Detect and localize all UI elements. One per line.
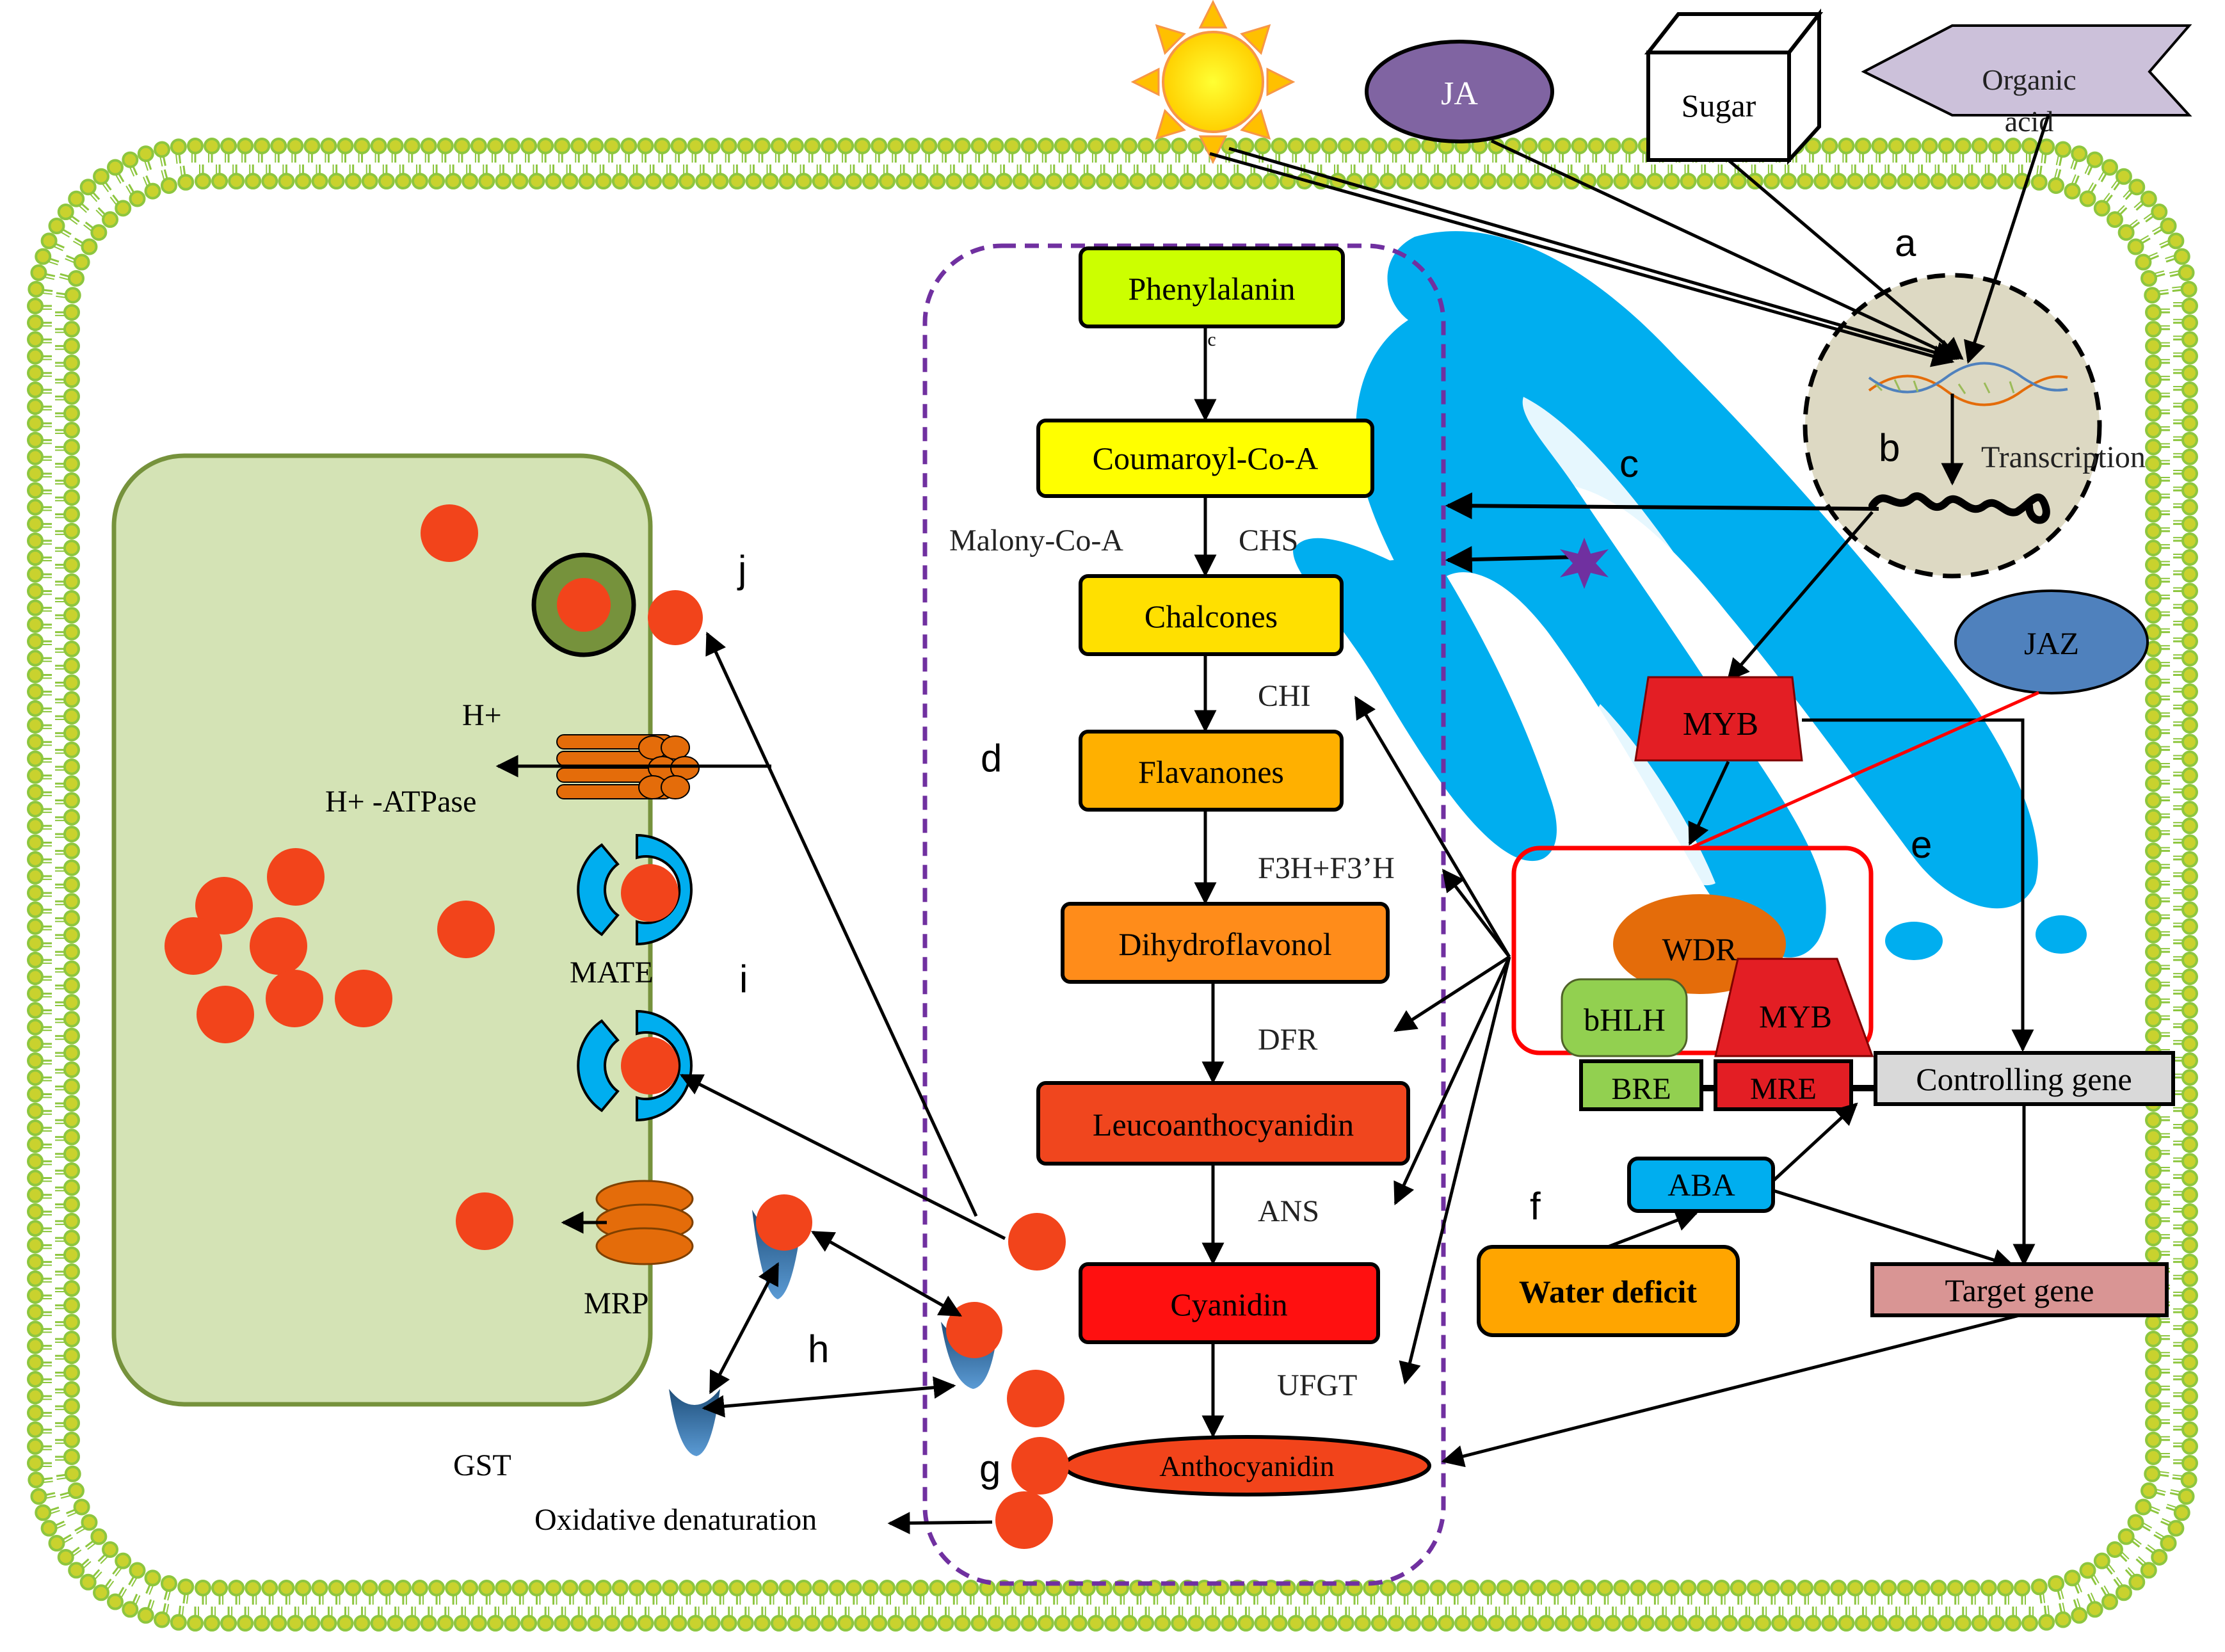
phenylalanin-label: Phenylalanin xyxy=(1128,271,1295,307)
chs-label: CHS xyxy=(1239,524,1298,557)
gst-label: GST xyxy=(453,1448,511,1482)
mre-element xyxy=(1714,1059,1853,1111)
ans-label: ANS xyxy=(1258,1194,1319,1228)
controlling-gene-label: Controlling gene xyxy=(1916,1061,2132,1097)
letter-g: g xyxy=(979,1447,1000,1490)
h-plus-label: H+ xyxy=(462,698,502,732)
f3h-label: F3H+F3’H xyxy=(1258,851,1395,885)
target-gene-label: Target gene xyxy=(1945,1272,2094,1308)
letter-c: c xyxy=(1619,442,1639,485)
complex-to-enzymes-arrows xyxy=(1354,695,1511,1385)
myb-label: MYB xyxy=(1683,706,1758,742)
aba-box xyxy=(1627,1157,1775,1213)
jaz-protein xyxy=(1954,589,2149,694)
anthocyanidin-label: Anthocyanidin xyxy=(1159,1450,1334,1482)
pathway-box xyxy=(922,243,1446,1586)
letter-e: e xyxy=(1911,823,1932,866)
organic-acid-label-1: Organic xyxy=(1982,63,2076,96)
dihydroflavonol-label: Dihydroflavonol xyxy=(1118,926,1331,962)
sun-icon xyxy=(1130,0,1296,164)
cyanidin-label: Cyanidin xyxy=(1170,1287,1287,1322)
mate-transporter-icon xyxy=(577,833,693,946)
ufgt-label: UFGT xyxy=(1277,1368,1357,1402)
gst-carriers xyxy=(669,1194,1002,1456)
mbw-complex-box xyxy=(1511,846,1874,1055)
mre-label: MRE xyxy=(1750,1072,1817,1106)
dihydroflavonol-node xyxy=(1061,902,1390,984)
letter-a: a xyxy=(1895,221,1916,264)
mrna-strand xyxy=(1868,492,2050,524)
bre-label: BRE xyxy=(1611,1072,1671,1106)
small-c-mark: c xyxy=(1207,329,1216,350)
dfr-label: DFR xyxy=(1258,1023,1317,1057)
chalcones-label: Chalcones xyxy=(1145,598,1278,634)
ja-input xyxy=(1365,40,1554,143)
signal-arrows xyxy=(1209,115,2050,367)
anthocyanin-vesicle xyxy=(648,590,703,645)
myb-complex-label: MYB xyxy=(1759,998,1832,1034)
letter-b: b xyxy=(1879,426,1900,469)
water-deficit-label: Water deficit xyxy=(1519,1274,1697,1310)
mate-label: MATE xyxy=(570,956,654,990)
letter-j: j xyxy=(737,548,746,591)
mate-transporter-2-icon xyxy=(577,1009,693,1122)
malonyl-label: Malony-Co-A xyxy=(949,524,1123,557)
bhlh-label: bHLH xyxy=(1584,1002,1666,1038)
aba-label: ABA xyxy=(1667,1167,1735,1203)
letter-f: f xyxy=(1530,1185,1541,1228)
cyanidin-node xyxy=(1079,1262,1380,1344)
transcription-label: Transcription xyxy=(1981,440,2146,474)
mrp-transporter-icon xyxy=(595,1180,694,1265)
dna-icon xyxy=(1868,362,2068,406)
myb-complex-protein xyxy=(1714,958,1874,1057)
leucoanthocyanidin-label: Leucoanthocyanidin xyxy=(1093,1107,1354,1143)
pathway-arrows xyxy=(1194,326,1225,1438)
vacuole-anthocyanins xyxy=(165,504,513,1250)
myb-factor xyxy=(1634,676,1803,762)
bhlh-protein xyxy=(1561,978,1688,1057)
endoplasmic-reticulum xyxy=(1293,231,2087,960)
coumaroyl-label: Coumaroyl-Co-A xyxy=(1093,440,1319,476)
wdr-label: WDR xyxy=(1662,931,1737,967)
mrp-label: MRP xyxy=(584,1287,648,1320)
letter-h: h xyxy=(808,1327,829,1370)
h-atpase-icon xyxy=(556,734,700,799)
phenylalanin-node xyxy=(1079,246,1345,328)
letter-d: d xyxy=(981,737,1002,780)
letter-i: i xyxy=(739,958,748,1000)
chi-label: CHI xyxy=(1258,679,1311,713)
sugar-label: Sugar xyxy=(1682,88,1756,124)
oxidative-label: Oxidative denaturation xyxy=(534,1503,817,1537)
ja-label: JA xyxy=(1441,76,1478,112)
pathway-nodes: Phenylalanin c Coumaroyl-Co-A Chalcones … xyxy=(1036,246,1431,1496)
cytosolic-anthocyanins xyxy=(995,1213,1069,1549)
h-atpase-label: H+ -ATPase xyxy=(325,785,476,819)
sugar-cube xyxy=(1644,8,1824,165)
ribosome-icon xyxy=(1560,538,1609,589)
controlling-gene xyxy=(1874,1051,2175,1106)
flavanones-label: Flavanones xyxy=(1138,754,1284,790)
jaz-label: JAZ xyxy=(2024,625,2079,661)
